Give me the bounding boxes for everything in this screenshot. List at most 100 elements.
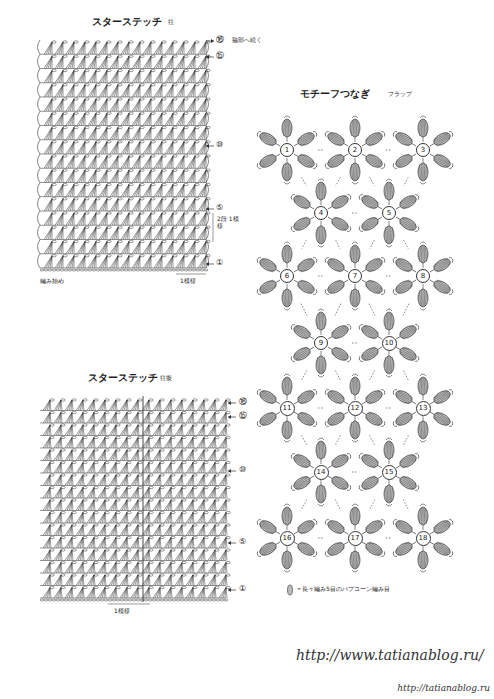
stitch-stroke bbox=[204, 524, 208, 526]
stitch-stroke bbox=[169, 199, 173, 211]
stitch-stroke bbox=[127, 511, 131, 513]
stitch-stroke bbox=[81, 56, 85, 68]
stitch-stroke bbox=[74, 141, 78, 143]
stitch-stroke bbox=[107, 41, 111, 43]
stitch-stroke bbox=[151, 55, 155, 57]
stitch-stroke bbox=[61, 536, 65, 538]
stitch-stroke bbox=[96, 112, 100, 114]
stitch-stroke bbox=[136, 227, 140, 239]
stitch-stroke bbox=[50, 524, 54, 526]
stitch-stroke bbox=[63, 69, 67, 71]
stitch-stroke bbox=[160, 525, 161, 536]
stitch-stroke bbox=[202, 42, 206, 54]
stitch-stroke bbox=[151, 255, 155, 257]
stitch-stroke bbox=[162, 183, 166, 185]
stitch-stroke bbox=[48, 185, 52, 197]
stitch-stroke bbox=[162, 112, 166, 114]
stitch-stroke bbox=[193, 588, 194, 599]
stitch-stroke bbox=[184, 55, 188, 57]
foundation-chain bbox=[44, 269, 48, 271]
stitch-stroke bbox=[118, 98, 122, 100]
stitch-stroke bbox=[149, 588, 150, 599]
stitch-stroke bbox=[116, 513, 117, 524]
foundation-chain bbox=[68, 269, 72, 271]
stitch-stroke bbox=[63, 112, 67, 114]
stitch-stroke bbox=[118, 126, 122, 128]
stitch-stroke bbox=[107, 155, 111, 157]
stitch-stroke bbox=[83, 536, 87, 538]
stitch-stroke bbox=[226, 574, 230, 576]
stitch-stroke bbox=[74, 212, 78, 214]
stitch-stroke bbox=[147, 213, 151, 225]
stitch-stroke bbox=[50, 575, 51, 586]
stitch-stroke bbox=[118, 41, 122, 43]
stitch-stroke bbox=[149, 536, 153, 538]
stitch-stroke bbox=[48, 156, 52, 168]
stitch-stroke bbox=[125, 227, 129, 239]
stitch-stroke bbox=[103, 128, 107, 140]
stitch-stroke bbox=[48, 128, 52, 140]
stitch-stroke bbox=[72, 549, 76, 551]
stitch-stroke bbox=[147, 242, 151, 254]
stitch-stroke bbox=[103, 142, 107, 154]
stitch-stroke bbox=[171, 561, 175, 563]
stitch-stroke bbox=[215, 586, 219, 588]
stitch-stroke bbox=[48, 71, 52, 83]
stitch-stroke bbox=[70, 170, 74, 182]
stitch-stroke bbox=[151, 112, 155, 114]
stitch-stroke bbox=[147, 227, 151, 239]
stitch-stroke bbox=[173, 84, 177, 86]
stitch-stroke bbox=[173, 155, 177, 157]
stitch-stroke bbox=[61, 574, 65, 576]
stitch-stroke bbox=[48, 42, 52, 54]
stitch-stroke bbox=[191, 85, 195, 97]
stitch-stroke bbox=[215, 588, 216, 599]
stitch-stroke bbox=[125, 199, 129, 211]
stitch-stroke bbox=[151, 183, 155, 185]
stitch-stroke bbox=[118, 141, 122, 143]
turning-chain bbox=[38, 69, 41, 83]
stitch-stroke bbox=[96, 198, 100, 200]
stitch-stroke bbox=[48, 56, 52, 68]
stitch-stroke bbox=[202, 227, 206, 239]
stitch-stroke bbox=[83, 538, 84, 549]
stitch-stroke bbox=[140, 255, 144, 257]
stitch-stroke bbox=[204, 536, 208, 538]
stitch-stroke bbox=[61, 586, 65, 588]
stitch-stroke bbox=[138, 538, 139, 549]
stitch-stroke bbox=[140, 212, 144, 214]
stitch-stroke bbox=[136, 213, 140, 225]
stitch-stroke bbox=[162, 212, 166, 214]
stitch-stroke bbox=[136, 199, 140, 211]
arrow-head bbox=[211, 39, 214, 43]
stitch-stroke bbox=[129, 183, 133, 185]
stitch-stroke bbox=[94, 549, 98, 551]
stitch-stroke bbox=[59, 56, 63, 68]
stitch-stroke bbox=[136, 256, 140, 268]
stitch-stroke bbox=[151, 126, 155, 128]
stitch-stroke bbox=[81, 85, 85, 97]
stitch-stroke bbox=[226, 563, 227, 574]
stitch-stroke bbox=[92, 199, 96, 211]
stitch-stroke bbox=[72, 513, 73, 524]
stitch-stroke bbox=[114, 56, 118, 68]
stitch-stroke bbox=[129, 169, 133, 171]
stitch-stroke bbox=[114, 42, 118, 54]
stitch-stroke bbox=[204, 586, 208, 588]
stitch-stroke bbox=[129, 141, 133, 143]
stitch-stroke bbox=[173, 226, 177, 228]
stitch-stroke bbox=[149, 549, 153, 551]
turning-chain bbox=[38, 183, 41, 197]
stitch-stroke bbox=[162, 255, 166, 257]
stitch-stroke bbox=[105, 538, 106, 549]
stitch-stroke bbox=[50, 586, 54, 588]
stitch-stroke bbox=[162, 141, 166, 143]
stitch-stroke bbox=[105, 525, 106, 536]
stitch-stroke bbox=[118, 183, 122, 185]
stitch-stroke bbox=[182, 586, 186, 588]
stitch-stroke bbox=[63, 198, 67, 200]
stitch-stroke bbox=[107, 240, 111, 242]
stitch-stroke bbox=[118, 69, 122, 71]
stitch-stroke bbox=[147, 128, 151, 140]
stitch-stroke bbox=[173, 112, 177, 114]
